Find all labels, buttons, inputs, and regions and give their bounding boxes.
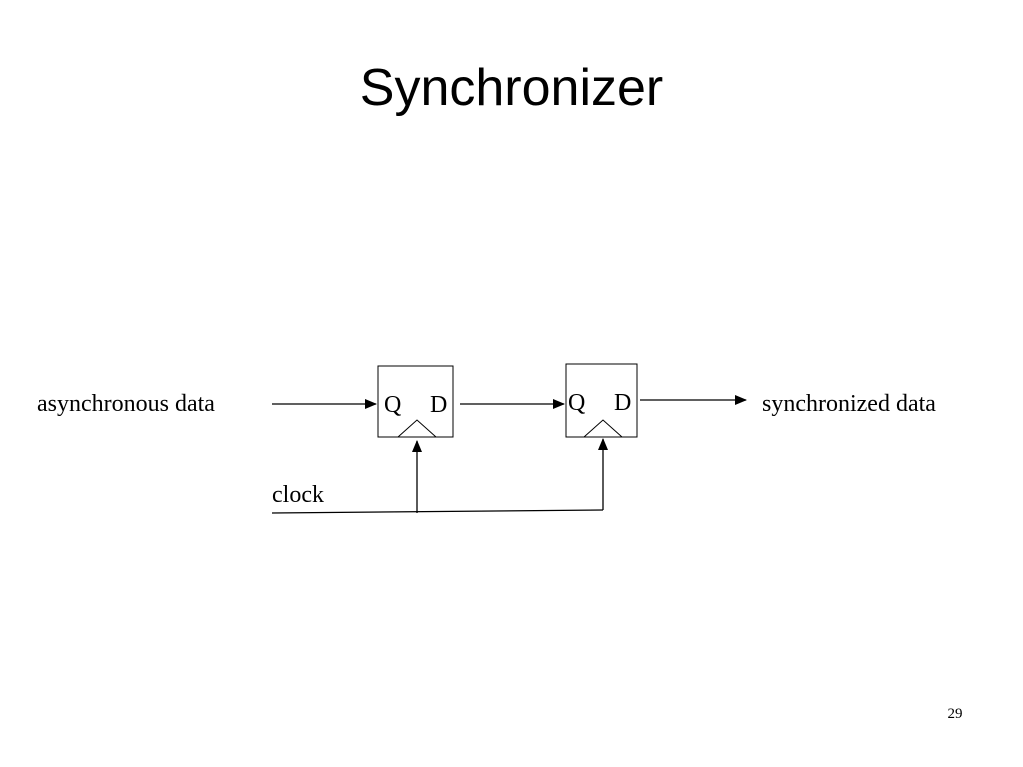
flipflop-2-box <box>565 363 638 438</box>
slide-title: Synchronizer <box>359 59 664 117</box>
output-label: synchronized data <box>762 391 936 417</box>
flipflop-1-box <box>377 365 454 438</box>
clock-wiring <box>271 438 608 514</box>
flipflop-2: Q D <box>565 363 638 438</box>
flipflop-2-clock-triangle <box>583 419 623 438</box>
flipflop-2-d-label: D <box>614 390 631 416</box>
input-label: asynchronous data <box>37 391 215 417</box>
page-number: 29 <box>947 706 963 722</box>
flipflop-1: Q D <box>377 365 454 438</box>
flipflop-2-q-label: Q <box>568 390 585 416</box>
flipflop-1-q-label: Q <box>384 392 401 418</box>
clock-label: clock <box>272 482 324 508</box>
flipflop-1-clock-triangle <box>397 419 437 438</box>
clock-bus-wire <box>271 509 604 514</box>
flipflop-1-d-label: D <box>430 392 447 418</box>
